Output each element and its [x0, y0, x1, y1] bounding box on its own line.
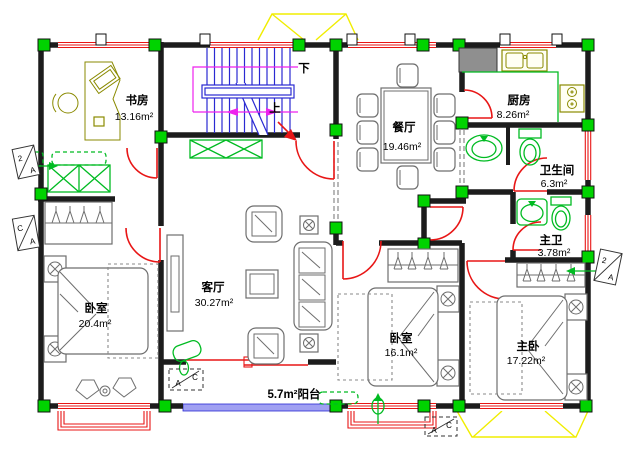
stools: [75, 377, 137, 400]
structural-columns: [34, 33, 595, 413]
balcony-railing: [182, 403, 334, 412]
marker-bottom-label: A: [29, 165, 37, 175]
bedroom-west-name: 卧室: [85, 301, 108, 315]
doors: [125, 89, 548, 368]
bedroom-west-area: 20.4m²: [79, 318, 112, 330]
keyboard-icon: [93, 116, 105, 127]
bathroom-name: 卫生间: [540, 163, 575, 177]
stair-up-label: 上: [269, 101, 281, 115]
computer-monitor-icon: [88, 64, 121, 95]
living-name: 客厅: [201, 280, 225, 294]
sofa-set: [245, 205, 333, 365]
bedroom-middle-area: 16.1m²: [385, 347, 418, 359]
master-bath-toilet-icon: [550, 196, 572, 231]
bathroom-area: 6.3m²: [541, 178, 568, 190]
bed-master: [469, 293, 588, 401]
balcony-sliding-door: [186, 356, 308, 368]
bathroom-fixtures: [465, 128, 572, 231]
ac-marker-balcony: A C: [168, 368, 204, 391]
entry-arrow: [277, 121, 297, 141]
master-bedroom-name: 主卧: [517, 339, 540, 353]
study-area: 13.16m²: [115, 111, 154, 123]
kitchen-sink-icon: [501, 49, 548, 72]
study-name: 书房: [126, 93, 149, 107]
stair-down-label: 下: [298, 62, 310, 75]
bed-middle: [337, 285, 460, 387]
bench-green: [317, 391, 359, 405]
wall-openings: [333, 130, 465, 222]
master-bath-name: 主卫: [540, 233, 563, 247]
master-bedroom-furniture: [469, 262, 606, 401]
kitchen-counter-block: [458, 47, 498, 73]
dining-table-set: [356, 63, 456, 190]
marker-right-label: C: [192, 373, 198, 382]
southeast-canopy: [456, 410, 589, 438]
study-door: [126, 147, 158, 179]
staircase: 下 上: [192, 48, 310, 136]
bedroom-middle-name: 卧室: [390, 331, 413, 345]
living-room-furniture: [166, 205, 333, 365]
living-area: 30.27m²: [195, 297, 234, 309]
bed-west: [43, 255, 159, 363]
entry-door: [295, 140, 335, 180]
master-bedroom-area: 17.22m²: [507, 355, 546, 367]
bedroom-middle-door: [342, 240, 382, 280]
marker-right-label: C: [446, 421, 452, 430]
marker-top-label: 2: [601, 256, 608, 266]
wardrobe-west: [44, 201, 113, 245]
kitchen-area: 8.26m²: [497, 109, 530, 121]
bathroom-sink-icon: [465, 134, 503, 162]
master-bath-sink-icon: [516, 198, 548, 226]
tv-cabinet: [166, 234, 184, 332]
entry-canopy: [257, 13, 359, 41]
marker-bottom-label: A: [607, 272, 615, 282]
dining-area: 19.46m²: [383, 141, 422, 153]
coffee-table: [245, 269, 279, 299]
stair-window: [210, 41, 293, 49]
master-bath-door: [512, 221, 542, 251]
marker-top-label: C: [16, 223, 23, 233]
balcony-items: [172, 340, 202, 376]
ac-marker-southeast: A C: [424, 416, 458, 437]
section-marker-west-upper: 2 A: [11, 144, 41, 180]
kitchen-fixtures: [458, 47, 585, 122]
section-marker-east: 2 A: [593, 248, 623, 286]
study-desk-set: [52, 61, 121, 141]
stair-storage-cabinet: [189, 139, 263, 159]
stair-direction-guides: [192, 66, 298, 116]
bedroom-west-door: [125, 227, 161, 263]
bathroom-toilet-icon: [518, 128, 542, 166]
hallway-door: [429, 206, 464, 241]
master-bedroom-window: [480, 402, 563, 411]
kitchen-counter-edge: [462, 71, 559, 122]
bathroom-window: [584, 130, 592, 180]
room-labels: 书房 13.16m² 餐厅 19.46m² 厨房 8.26m² 卫生间 6.3m…: [79, 93, 575, 401]
kitchen-name: 厨房: [508, 93, 531, 107]
marker-left-label: A: [431, 426, 437, 435]
entry-hall-cabinet: [47, 151, 111, 193]
bedroom-west-bay-window: [57, 402, 151, 431]
master-bath-area: 3.78m²: [538, 247, 571, 259]
stove-icon: [559, 84, 585, 113]
bedroom-middle-furniture: [317, 248, 460, 424]
bathroom-door: [513, 157, 548, 192]
section-marker-west-lower: C A: [11, 214, 41, 252]
master-bath-window: [584, 215, 592, 252]
master-bedroom-door: [466, 260, 506, 300]
kitchen-door: [463, 89, 493, 119]
desk-chair: [57, 92, 79, 114]
marker-top-label: 2: [17, 154, 24, 164]
vent-arrow-south: [371, 393, 385, 424]
wardrobe-master: [516, 262, 586, 288]
marker-bottom-label: A: [29, 236, 36, 246]
dining-name: 餐厅: [392, 120, 416, 134]
marker-left-label: A: [175, 379, 181, 388]
plant-green: [172, 340, 202, 362]
wardrobe-middle: [387, 248, 459, 283]
bedroom-west-furniture: [43, 201, 159, 400]
balcony-label: 5.7m²阳台: [267, 387, 320, 401]
